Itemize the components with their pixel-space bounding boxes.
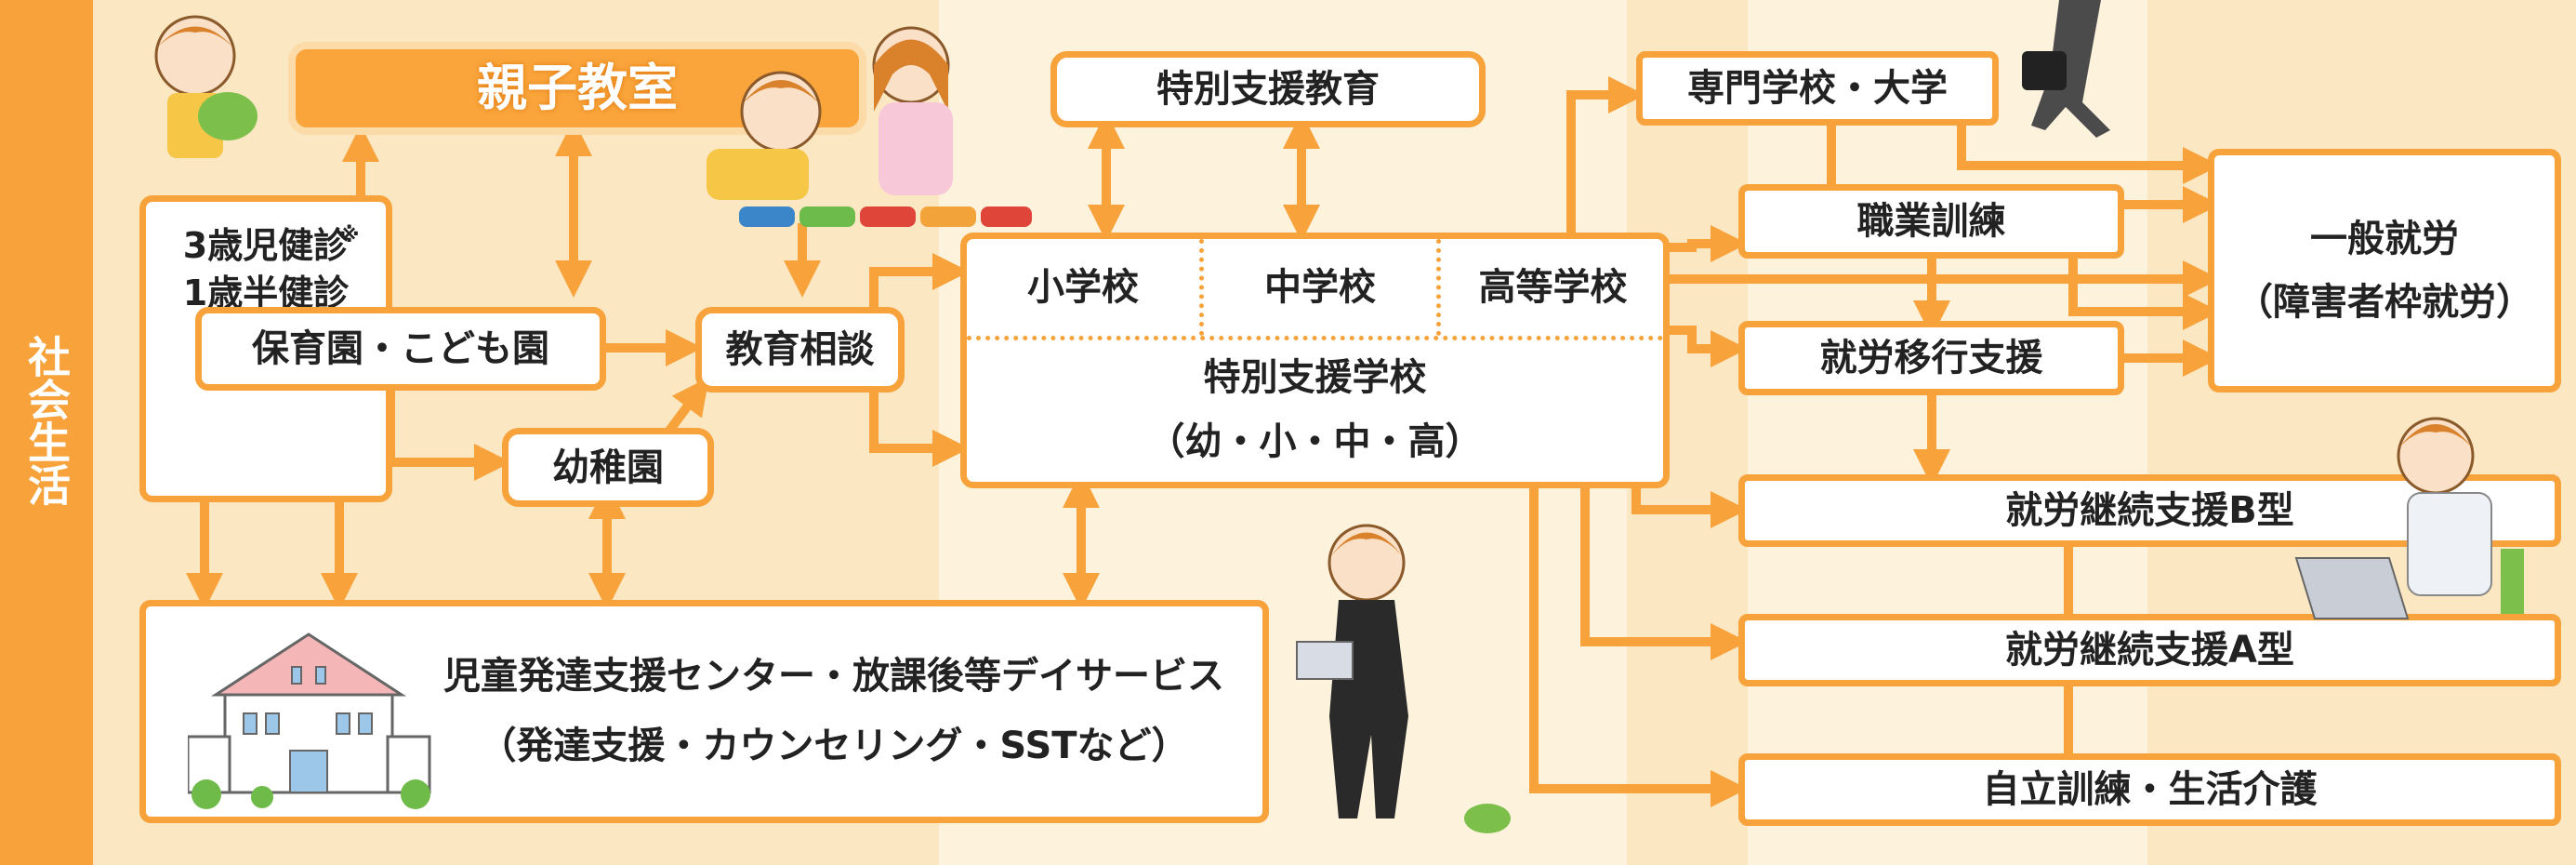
special-school-levels: （幼・小・中・高） <box>1147 420 1483 463</box>
type-b-box: 就労継続支援B型 <box>1738 474 2561 547</box>
building-illustration <box>188 632 431 809</box>
health-check-note: ※ <box>339 224 360 247</box>
college-box: 専門学校・大学 <box>1636 51 1999 126</box>
support-center-title: 児童発達支援センター・放課後等デイサービス <box>443 655 1224 698</box>
edu-consult-label: 教育相談 <box>725 328 875 371</box>
arrow <box>1664 225 1748 262</box>
arrow <box>1664 326 1748 367</box>
health-check-label: 3歳児健診 1歳半健診 <box>182 225 350 314</box>
divider <box>967 336 1663 340</box>
college-label: 専門学校・大学 <box>1687 67 1948 110</box>
arrow <box>869 391 970 467</box>
kindergarten-label: 幼稚園 <box>552 446 664 489</box>
general-work-box: 一般就労 （障害者枠就労） <box>2208 149 2561 393</box>
parent-class-label: 親子教室 <box>477 58 678 117</box>
vocational-box: 職業訓練 <box>1738 184 2124 259</box>
arrow <box>869 253 970 307</box>
arrow <box>1631 479 1748 528</box>
special-edu-box: 特別支援教育 <box>1050 51 1486 127</box>
general-work-label: 一般就労 （障害者枠就労） <box>2236 218 2533 324</box>
nursery-label: 保育園・こども園 <box>252 327 549 370</box>
background-band <box>2147 0 2576 865</box>
side-bar: 社会生活 <box>0 0 93 865</box>
type-b-label: 就労継続支援B型 <box>2005 489 2294 532</box>
divider <box>1199 239 1204 336</box>
transition-label: 就労移行支援 <box>1819 337 2043 379</box>
parent-class-box: 親子教室 <box>288 42 866 135</box>
schools-box: 小学校 中学校 高等学校 特別支援学校 （幼・小・中・高） <box>960 233 1670 488</box>
vocational-label: 職業訓練 <box>1856 200 2006 243</box>
support-center-box: 児童発達支援センター・放課後等デイサービス （発達支援・カウンセリング・SSTな… <box>139 600 1269 823</box>
high-school: 高等学校 <box>1478 266 1628 309</box>
nursery-box: 保育園・こども園 <box>195 307 606 391</box>
junior-high-school: 中学校 <box>1264 266 1376 309</box>
elementary-school: 小学校 <box>1027 266 1139 309</box>
edu-consult-box: 教育相談 <box>695 307 905 393</box>
support-center-subtitle: （発達支援・カウンセリング・SSTなど） <box>479 725 1189 767</box>
special-edu-label: 特別支援教育 <box>1156 68 1380 111</box>
arrow <box>1529 479 1748 807</box>
special-school: 特別支援学校 <box>1203 356 1427 399</box>
type-a-label: 就労継続支援A型 <box>2005 629 2294 672</box>
arrow <box>1580 479 1748 660</box>
kindergarten-box: 幼稚園 <box>502 428 714 507</box>
arrow <box>386 391 511 481</box>
type-a-box: 就労継続支援A型 <box>1738 614 2561 686</box>
background-band <box>1748 0 2147 865</box>
side-label: 社会生活 <box>21 335 72 506</box>
arrow <box>2068 257 2220 330</box>
arrow <box>1566 76 1645 233</box>
transition-box: 就労移行支援 <box>1738 321 2124 395</box>
arrow <box>1957 126 2220 184</box>
independence-box: 自立訓練・生活介護 <box>1738 753 2561 826</box>
arrow <box>665 377 709 433</box>
independence-label: 自立訓練・生活介護 <box>1982 768 2318 811</box>
divider <box>1436 239 1441 336</box>
